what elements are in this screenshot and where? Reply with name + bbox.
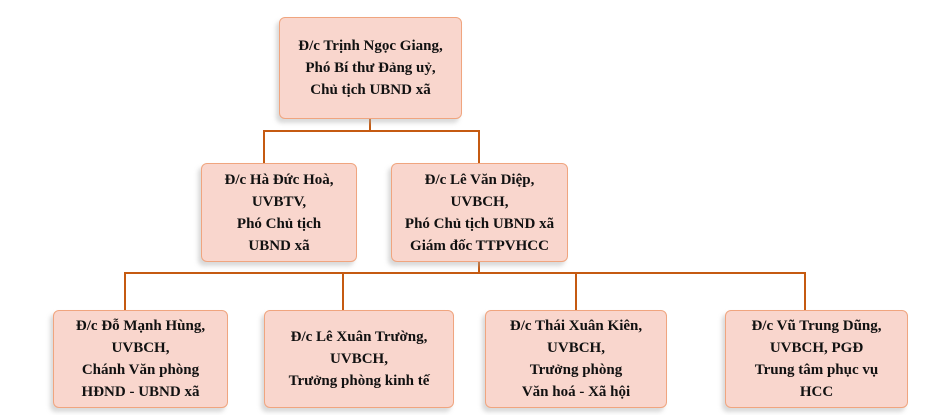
- node-vice-chairman-1-line-4: UBND xã: [248, 237, 310, 254]
- connector-to-deputy-2: [478, 130, 480, 163]
- connector-level2-bar: [124, 272, 806, 274]
- connector-to-head-4: [804, 272, 806, 310]
- node-head-2-line-3: Trưởng phòng kinh tế: [288, 373, 430, 389]
- node-vice-chairman-2-line-1: Đ/c Lê Văn Diệp,: [424, 171, 535, 188]
- node-head-4-line-4: HCC: [799, 384, 834, 400]
- node-head-4-line-3: Trung tâm phục vụ: [754, 362, 879, 378]
- node-head-3-line-3: Trưởng phòng: [529, 362, 623, 378]
- connector-to-deputy-1: [263, 130, 265, 163]
- node-chairman-line-1: Đ/c Trịnh Ngọc Giang,: [298, 38, 443, 54]
- connector-to-head-3: [575, 272, 577, 310]
- node-vice-chairman-2-line-2: UVBCH,: [450, 193, 509, 210]
- node-head-1-line-4: HĐND - UBND xã: [81, 384, 200, 400]
- node-head-4: Đ/c Vũ Trung Dũng, UVBCH, PGĐ Trung tâm …: [725, 310, 908, 408]
- node-vice-chairman-1: Đ/c Hà Đức Hoà, UVBTV, Phó Chủ tịch UBND…: [201, 163, 357, 262]
- node-head-4-line-2: UVBCH, PGĐ: [769, 340, 864, 356]
- node-head-3-line-4: Văn hoá - Xã hội: [521, 384, 631, 400]
- node-vice-chairman-1-line-3: Phó Chủ tịch: [236, 215, 322, 232]
- node-vice-chairman-1-line-2: UVBTV,: [251, 193, 307, 210]
- node-head-2-line-1: Đ/c Lê Xuân Trường,: [290, 329, 428, 345]
- node-vice-chairman-2-line-3: Phó Chủ tịch UBND xã: [404, 215, 555, 232]
- node-chairman-line-2: Phó Bí thư Đảng uỷ,: [305, 60, 436, 76]
- node-head-3: Đ/c Thái Xuân Kiên, UVBCH, Trưởng phòng …: [485, 310, 667, 408]
- node-chairman: Đ/c Trịnh Ngọc Giang, Phó Bí thư Đảng uỷ…: [279, 17, 462, 119]
- node-vice-chairman-1-line-1: Đ/c Hà Đức Hoà,: [224, 171, 334, 188]
- node-head-3-line-1: Đ/c Thái Xuân Kiên,: [509, 318, 643, 334]
- connector-root-down: [369, 119, 371, 130]
- connector-level1-bar: [263, 130, 479, 132]
- node-head-3-line-2: UVBCH,: [547, 340, 605, 356]
- node-vice-chairman-2-line-4: Giám đốc TTPVHCC: [410, 237, 549, 254]
- node-head-1-line-3: Chánh Văn phòng: [81, 362, 200, 378]
- node-head-1-line-1: Đ/c Đỗ Mạnh Hùng,: [75, 318, 206, 334]
- connector-to-head-2: [342, 272, 344, 310]
- node-head-2: Đ/c Lê Xuân Trường, UVBCH, Trưởng phòng …: [264, 310, 454, 408]
- node-vice-chairman-2: Đ/c Lê Văn Diệp, UVBCH, Phó Chủ tịch UBN…: [391, 163, 568, 262]
- node-head-1-line-2: UVBCH,: [111, 340, 170, 356]
- node-head-4-line-1: Đ/c Vũ Trung Dũng,: [751, 318, 882, 334]
- node-head-2-line-2: UVBCH,: [330, 351, 388, 367]
- node-chairman-line-3: Chủ tịch UBND xã: [310, 82, 431, 98]
- connector-to-head-1: [124, 272, 126, 310]
- connector-deputy-2-down: [478, 262, 480, 273]
- node-head-1: Đ/c Đỗ Mạnh Hùng, UVBCH, Chánh Văn phòng…: [53, 310, 228, 408]
